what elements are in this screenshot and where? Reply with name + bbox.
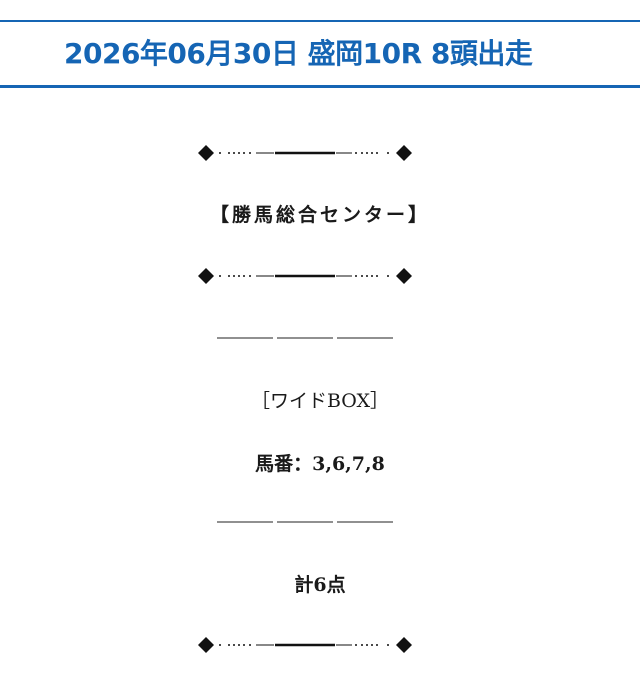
diamond-divider-icon — [196, 635, 414, 655]
prediction-source-label: 【勝馬総合センター】 — [209, 204, 430, 226]
bet-type-label: ［ワイドBOX］ — [250, 390, 390, 412]
horse-numbers: 馬番：3,6,7,8 — [255, 453, 385, 475]
diamond-divider-icon — [196, 143, 414, 163]
section-divider — [217, 520, 393, 524]
race-header: 2026年06月30日 盛岡10R 8頭出走 — [0, 20, 640, 88]
diamond-divider-icon — [196, 266, 414, 286]
race-title: 2026年06月30日 盛岡10R 8頭出走 — [64, 37, 533, 70]
section-divider — [217, 336, 393, 340]
total-points: 計6点 — [294, 574, 346, 596]
